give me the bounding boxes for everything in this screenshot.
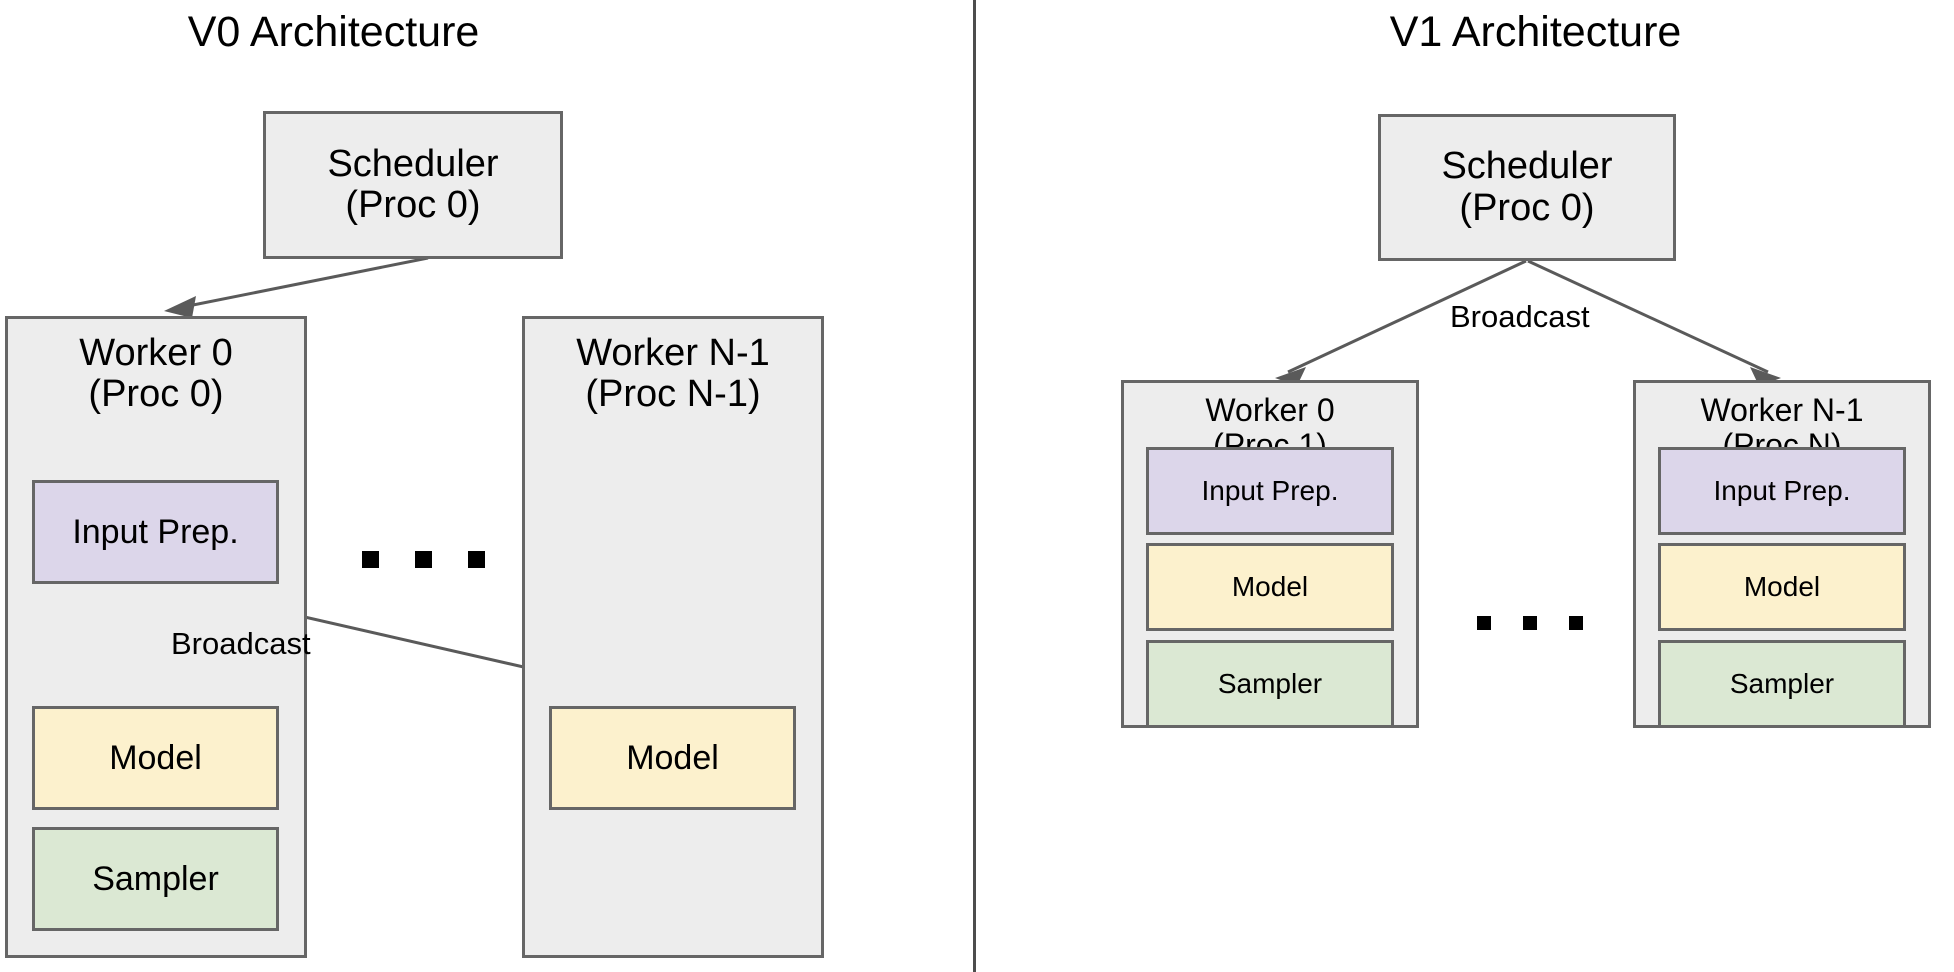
v0-worker-n-1-label: Worker N-1 (Proc N-1) [576, 332, 770, 416]
panel-v0-title: V0 Architecture [187, 8, 480, 56]
v1-scheduler-label: Scheduler (Proc 0) [1441, 145, 1613, 229]
v0-scheduler-box[interactable]: Scheduler (Proc 0) [263, 111, 563, 259]
v0-worker-0-model-label: Model [109, 738, 202, 777]
v1-worker-n-1-sampler-box[interactable]: Sampler [1658, 640, 1906, 728]
v0-worker-0-sampler-box[interactable]: Sampler [32, 827, 279, 931]
ellipsis-dot [1569, 616, 1583, 630]
v1-worker-0-model-box[interactable]: Model [1146, 543, 1394, 631]
v1-worker-0-input-prep-box[interactable]: Input Prep. [1146, 447, 1394, 535]
v0-broadcast-edge-label: Broadcast [171, 626, 311, 661]
v1-ellipsis [1477, 616, 1583, 630]
v0-ellipsis [362, 551, 485, 568]
v1-worker-n-1-model-label: Model [1743, 570, 1821, 602]
v1-worker-n-1-sampler-label: Sampler [1729, 667, 1835, 699]
v1-worker-n-1-input-prep-box[interactable]: Input Prep. [1658, 447, 1906, 535]
panel-v1-title: V1 Architecture [1389, 8, 1682, 56]
ellipsis-dot [1477, 616, 1491, 630]
v1-worker-n-1-model-box[interactable]: Model [1658, 543, 1906, 631]
v1-worker-n-1-input-prep-label: Input Prep. [1713, 474, 1851, 506]
panel-divider [973, 0, 976, 972]
panel-v0: V0 Architecture Scheduler (Proc 0) Worke… [5, 8, 824, 958]
v0-scheduler-label: Scheduler (Proc 0) [327, 142, 499, 226]
ellipsis-dot [468, 551, 485, 568]
v0-worker-0-input-prep-label: Input Prep. [72, 512, 239, 551]
v1-scheduler-box[interactable]: Scheduler (Proc 0) [1378, 114, 1676, 261]
v1-worker-0-sampler-box[interactable]: Sampler [1146, 640, 1394, 728]
panel-v1: V1 Architecture [977, 0, 1954, 972]
v1-worker-0-input-prep-label: Input Prep. [1201, 474, 1339, 506]
v0-worker-0-model-box[interactable]: Model [32, 706, 279, 810]
ellipsis-dot [1523, 616, 1537, 630]
v0-worker-n-1-model-box[interactable]: Model [549, 706, 796, 810]
v0-worker-0-sampler-label: Sampler [92, 859, 219, 898]
ellipsis-dot [362, 551, 379, 568]
v1-worker-0-sampler-label: Sampler [1217, 667, 1323, 699]
v0-worker-0-input-prep-box[interactable]: Input Prep. [32, 480, 279, 584]
v0-worker-0-label: Worker 0 (Proc 0) [79, 332, 233, 416]
v1-worker-0-model-label: Model [1231, 570, 1309, 602]
v1-broadcast-edge-label: Broadcast [1450, 299, 1590, 334]
ellipsis-dot [415, 551, 432, 568]
v0-worker-n-1-model-label: Model [626, 738, 719, 777]
v0-worker-n-1-box[interactable]: Worker N-1 (Proc N-1) [522, 316, 824, 958]
